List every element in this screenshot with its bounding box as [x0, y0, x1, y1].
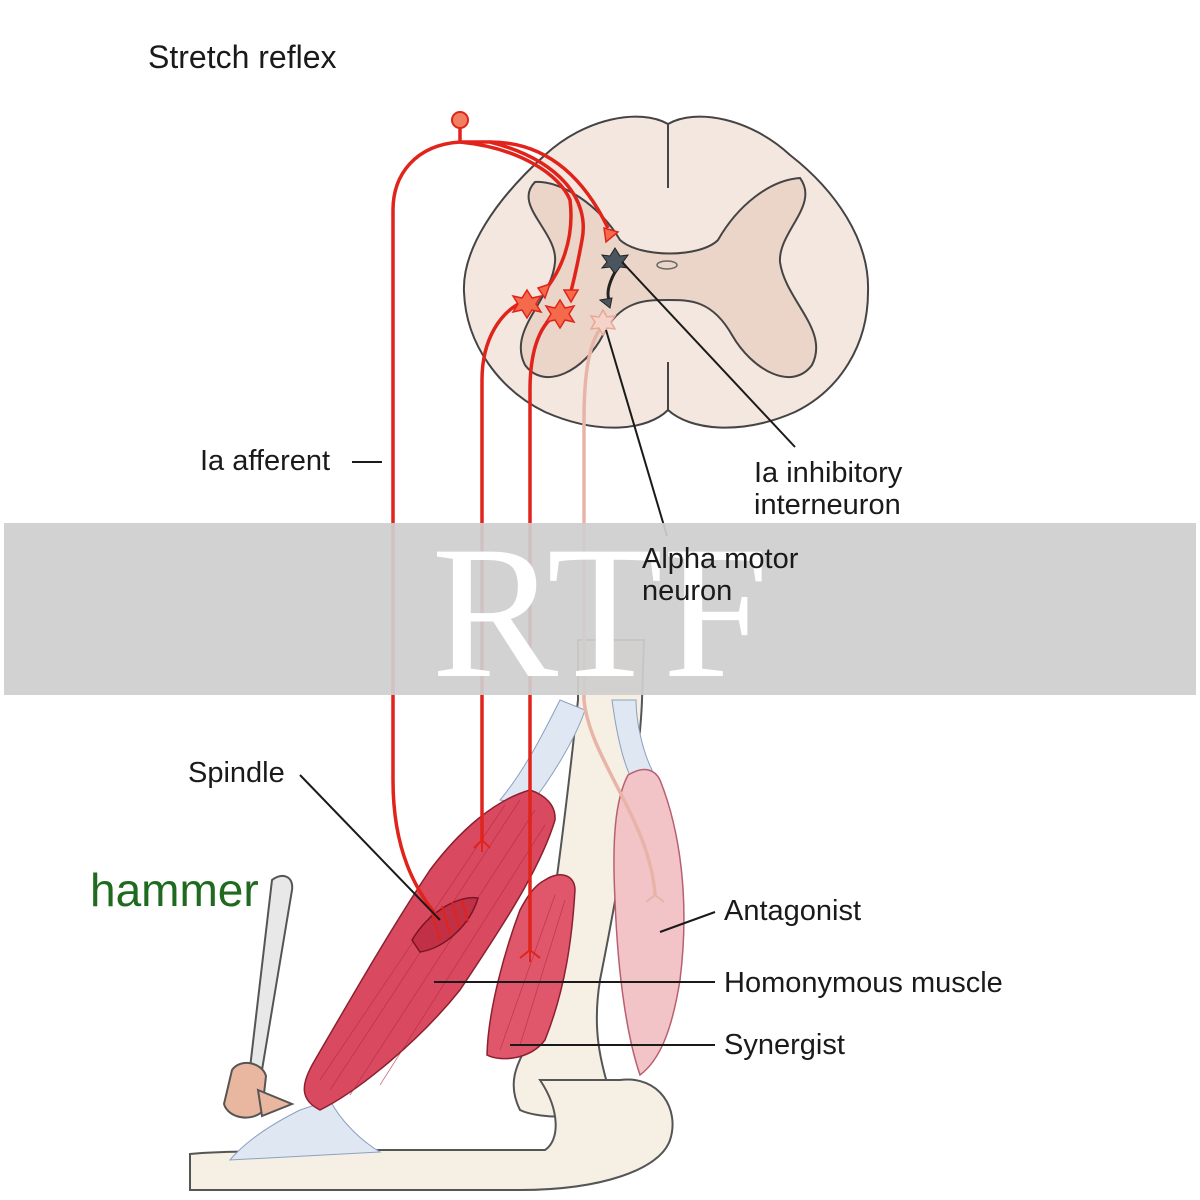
ia-afferent-branch-1	[459, 140, 573, 292]
ia-inhibitory-interneuron	[598, 247, 630, 309]
alpha-motor-neuron-2	[544, 298, 576, 330]
leader-spindle	[299, 774, 441, 921]
label-ia-afferent: Ia afferent	[200, 445, 330, 477]
ia-afferent-fiber	[391, 140, 610, 922]
label-hammer: hammer	[90, 864, 259, 916]
synergist-muscle	[486, 874, 576, 1060]
dorsal-root-ganglion-cell	[451, 111, 469, 129]
terminal-motor-2	[562, 289, 580, 304]
terminal-interneuron	[603, 226, 620, 244]
watermark: RTF	[4, 508, 1196, 718]
terminal-motor-1	[536, 282, 552, 300]
spinal-cord-section	[462, 115, 870, 429]
motor-endplates	[473, 839, 541, 962]
antagonist-motor-axon	[582, 323, 657, 896]
leader-alpha-motor	[605, 329, 668, 537]
label-antagonist: Antagonist	[724, 895, 861, 927]
watermark-band	[4, 523, 1196, 695]
synaptic-terminals	[536, 226, 620, 304]
alpha-motor-neuron-1	[511, 288, 543, 320]
alpha-motor-neurons	[511, 288, 617, 337]
hammer-handle	[248, 874, 294, 1072]
label-ia-inhibitory-2: interneuron	[754, 489, 901, 521]
forearm-bone	[189, 1078, 674, 1191]
reflex-hammer[interactable]	[222, 874, 295, 1119]
antagonist-muscle	[613, 768, 685, 1077]
muscle-spindle	[411, 896, 479, 953]
leader-antagonist	[659, 911, 716, 933]
label-alpha-motor-1: Alpha motor	[642, 543, 799, 575]
leader-ia-inhibitory	[621, 261, 796, 448]
label-synergist: Synergist	[724, 1029, 845, 1061]
muscles	[303, 768, 685, 1111]
antagonist-motor-neuron	[589, 308, 617, 337]
tendon-lower	[228, 1099, 382, 1161]
leader-lines	[299, 261, 796, 1046]
label-spindle: Spindle	[188, 757, 285, 789]
ia-afferent-branch-2	[489, 140, 585, 296]
hammer-tip	[256, 1088, 295, 1118]
antagonist-endplate	[645, 894, 665, 903]
diagram-title: Stretch reflex	[148, 39, 337, 75]
watermark-text: RTF	[431, 508, 768, 718]
central-canal	[656, 260, 678, 270]
label-homonymous: Homonymous muscle	[724, 967, 1003, 999]
label-ia-inhibitory-1: Ia inhibitory	[754, 457, 903, 489]
label-alpha-motor-2: neuron	[642, 575, 732, 607]
